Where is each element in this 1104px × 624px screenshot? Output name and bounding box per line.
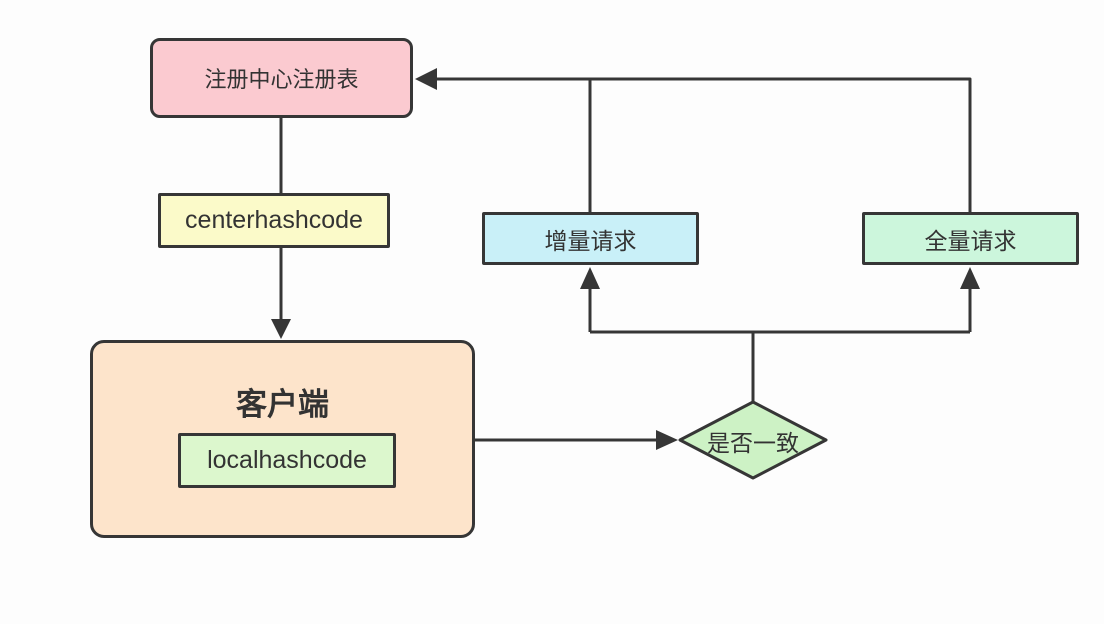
- node-registry-table: 注册中心注册表: [150, 38, 413, 118]
- arrowhead-up-into-full-icon: [960, 267, 980, 289]
- edge-decision-branch: [588, 272, 972, 403]
- node-client-label: 客户端: [236, 387, 329, 422]
- node-registry-table-label: 注册中心注册表: [204, 67, 359, 92]
- node-decision: 是否一致: [683, 426, 823, 456]
- node-full-request: 全量请求: [862, 212, 1079, 265]
- arrowhead-left-into-registry-icon: [415, 68, 437, 90]
- decision-diamond-shape: [678, 400, 828, 480]
- node-client: 客户端 localhashcode: [90, 340, 475, 538]
- arrowhead-up-into-incremental-icon: [580, 267, 600, 289]
- node-local-hashcode-label: localhashcode: [207, 446, 367, 474]
- arrowhead-right-into-decision-icon: [656, 430, 678, 450]
- node-full-request-label: 全量请求: [924, 227, 1017, 254]
- node-center-hashcode-label: centerhashcode: [185, 206, 363, 234]
- arrowhead-down-into-client-icon: [271, 319, 291, 339]
- node-local-hashcode: localhashcode: [178, 433, 396, 488]
- node-decision-label: 是否一致: [707, 430, 799, 456]
- node-center-hashcode: centerhashcode: [158, 193, 390, 248]
- edge-full-to-registry: [424, 77, 972, 213]
- node-incremental-request: 增量请求: [482, 212, 699, 265]
- node-incremental-request-label: 增量请求: [544, 227, 637, 254]
